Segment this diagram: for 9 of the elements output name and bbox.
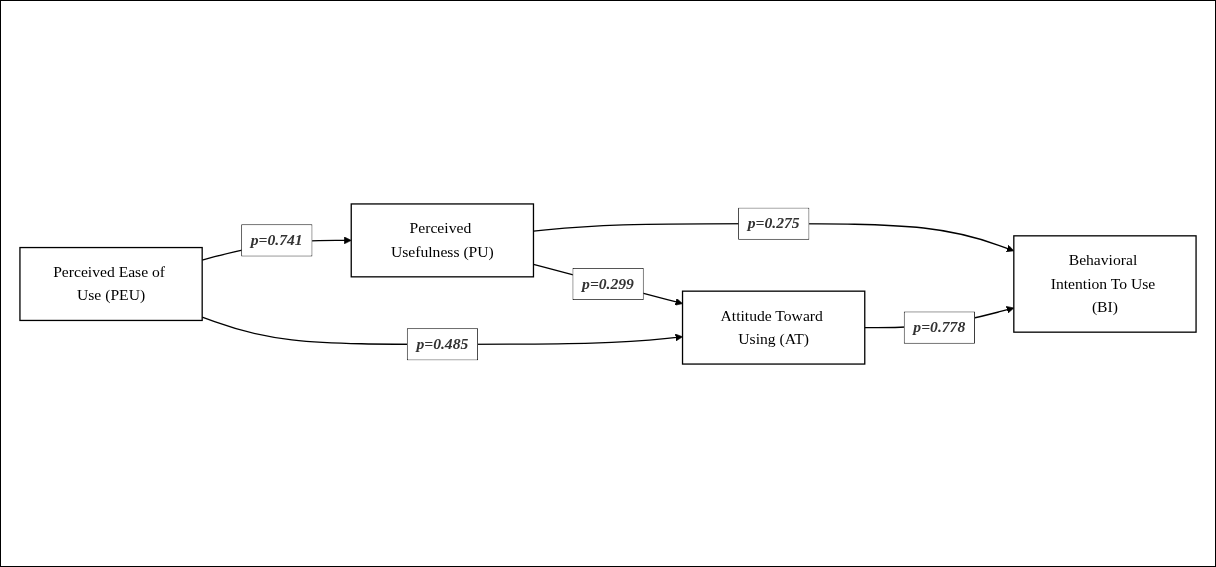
node-box: Behavioral Intention To Use (BI) [1013, 234, 1197, 333]
edge-label: p=0.275 [747, 214, 800, 232]
edge-label: p=0.299 [582, 274, 634, 292]
edge-label: p=0.778 [913, 317, 966, 336]
node-box: Perceived Usefulness (PU) [350, 202, 535, 277]
node-box: Perceived Ease of Use (PEU) [19, 246, 203, 321]
edge-label: p=0.741 [250, 230, 303, 249]
node-box: Attitude Toward Using (AT) [681, 290, 866, 365]
edge-label: p=0.485 [416, 334, 469, 353]
